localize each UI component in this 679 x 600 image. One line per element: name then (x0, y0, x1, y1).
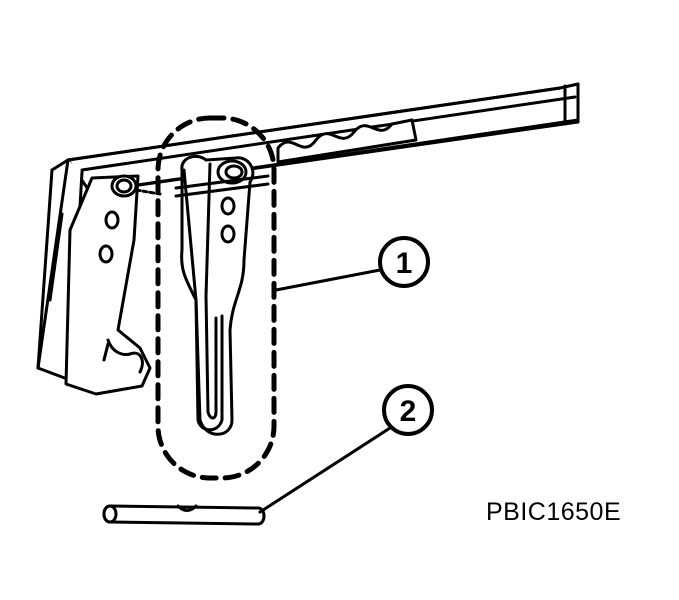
callout-2: 2 (258, 384, 434, 514)
highlight-dashed-outline (155, 115, 277, 481)
left-bracket (36, 158, 162, 396)
callout-2-label: 2 (400, 395, 417, 428)
link-plate (174, 154, 270, 436)
callout-1: 1 (274, 236, 430, 292)
figure-code: PBIC1650E (486, 498, 622, 526)
tool-beam (66, 82, 580, 194)
callout-1-label: 1 (396, 247, 413, 280)
loose-pin (102, 504, 266, 526)
